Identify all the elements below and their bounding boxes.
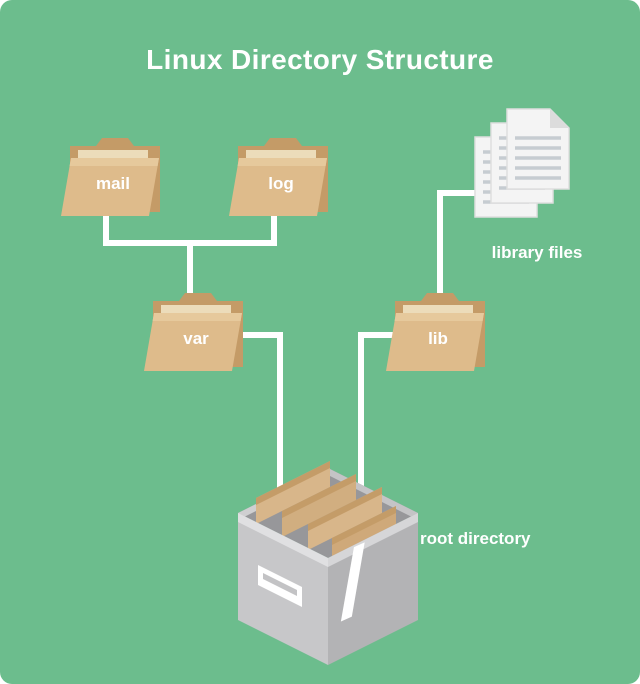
connector-lib-to-root [358,332,364,500]
open-box-icon: / [238,461,418,665]
connector-lib-horizontal [358,332,398,338]
connector-junction-to-var [187,240,193,305]
folder-log-label: log [268,174,294,193]
connector-var-horizontal [235,332,283,338]
diagram-title: Linux Directory Structure [146,44,494,75]
folder-icon [144,293,243,371]
box-label-stripe [263,573,297,596]
root-slash-glyph: / [340,527,366,640]
box-front-rim-right [328,513,418,567]
folder-mail-label: mail [95,174,131,193]
connector-files-horizontal [437,190,482,196]
folder-var: var [141,281,251,376]
root-directory-icon: / [228,440,428,670]
folder-log: log [226,126,336,221]
library-files-label: library files [491,243,583,262]
library-files-icon [474,108,584,220]
folder-icon [386,293,485,371]
folder-icon [61,138,160,216]
box-folders [256,461,396,562]
connector-var-to-root [277,332,283,500]
box-front-rim-left [238,513,328,567]
folder-icon [229,138,328,216]
folder-var-label: var [183,329,209,348]
root-directory-label: root directory [420,529,531,548]
connector-log-down [271,210,277,246]
connector-files-to-lib [437,190,443,302]
document-stack-icon [474,108,570,218]
folder-mail: mail [58,126,168,221]
document-page-front [506,108,570,190]
folder-lib-label: lib [428,329,448,348]
connector-mail-down [103,210,109,246]
folder-lib: lib [383,281,493,376]
